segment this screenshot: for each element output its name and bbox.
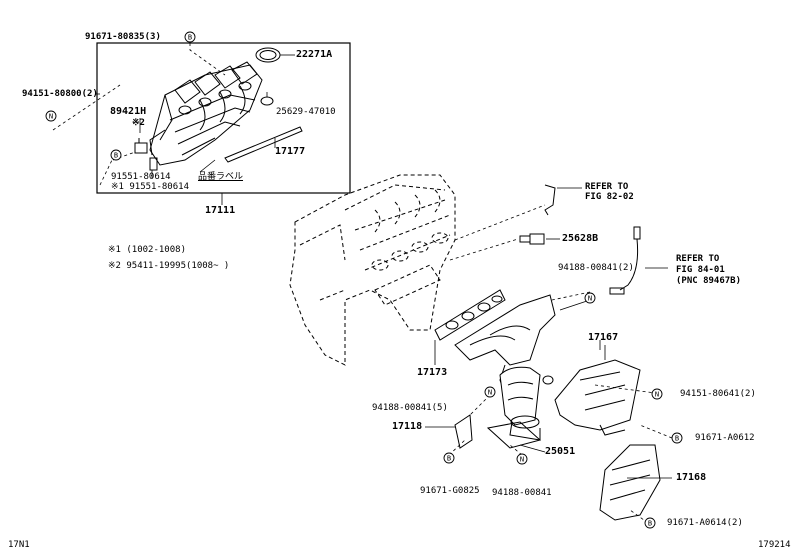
intake-manifold-group-box [96,42,351,194]
engine-block-outline [289,174,456,366]
label-89421h: 89421H [110,106,147,117]
label-91671-a0612: 91671-A0612 [695,433,755,443]
marker-n-left [45,110,57,122]
marker-b-g0825-text: B [447,455,451,463]
lower-heat-insulator-drawing [599,444,661,521]
bracket-82-02-drawing [544,184,556,216]
note-1: ※1 (1002-1008) [108,245,186,255]
oxygen-sensor-drawing [609,226,641,295]
label-91671-a0614: 91671-A0614(2) [667,518,743,528]
label-91671-80835: 91671-80835(3) [85,32,161,42]
stay-bracket-drawing [454,414,473,449]
marker-b-top-text: B [188,34,192,42]
exhaust-pipe-gasket-drawing [486,421,542,449]
intake-manifold-drawing [149,61,263,166]
label-17167: 17167 [588,332,619,343]
intake-gasket-strip [224,126,303,163]
bolt-91551-drawing [149,157,158,171]
exhaust-gasket-drawing [434,289,506,341]
marker-n-17118-text: N [488,389,492,397]
map-sensor-drawing [134,138,148,154]
marker-n-manifold-text: N [588,295,592,303]
label-refer2-b: FIG 84-01 [676,265,725,275]
upper-heat-insulator-drawing [554,359,641,436]
marker-b-a0612 [671,432,683,444]
marker-n-25051-text: N [520,456,524,464]
label-mark2-small: ※2 [132,118,145,128]
label-91671-g0825: 91671-G0825 [420,486,480,496]
label-refer2-a: REFER TO [676,254,720,264]
exhaust-manifold-drawing [454,294,556,441]
label-17173: 17173 [417,367,448,378]
label-25628b: 25628B [562,233,599,244]
marker-b-a0612-text: B [675,435,679,443]
marker-n-17118 [484,386,496,398]
marker-n-17167-text: N [655,391,659,399]
label-94188-00841: 94188-00841 [492,488,552,498]
label-17168: 17168 [676,472,707,483]
sensor-25628b-drawing [519,233,545,245]
footer-left-code: 17N1 [8,540,30,550]
label-94188-00841-5: 94188-00841(5) [372,403,448,413]
label-refer1-b: FIG 82-02 [585,192,634,202]
label-25051: 25051 [545,446,576,457]
label-17118: 17118 [392,421,423,432]
marker-b-a0614-text: B [648,520,652,528]
label-hinban: 品番ラベル [198,172,244,182]
label-17111: 17111 [205,205,236,216]
label-94151-80641: 94151-80641(2) [680,389,756,399]
throttle-gasket-drawing [255,47,281,63]
label-25629-47010: 25629-47010 [276,107,336,117]
marker-b-sensor-text: B [114,152,118,160]
marker-n-left-text: N [49,113,53,121]
marker-n-25051 [516,453,528,465]
marker-b-a0614 [644,517,656,529]
label-94151-80800: 94151-80800(2) [22,89,98,99]
marker-n-manifold [584,292,596,304]
label-17177: 17177 [275,146,306,157]
marker-n-17167 [651,388,663,400]
o-ring-drawing [260,96,274,106]
label-91551-80614: 91551-80614 [111,172,171,182]
marker-b-g0825 [443,452,455,464]
label-91551-80614-alt: ※1 91551-80614 [111,182,189,192]
marker-b-sensor [110,149,122,161]
footer-right-code: 179214 [758,540,791,550]
note-2: ※2 95411-19995(1008~ ) [108,261,230,271]
label-22271a: 22271A [296,49,333,60]
label-refer1-a: REFER TO [585,182,629,192]
label-94188-00841-2: 94188-00841(2) [558,263,634,273]
label-refer2-c: (PNC 89467B) [676,276,742,286]
marker-b-top [184,31,196,43]
marker-group [45,31,683,529]
